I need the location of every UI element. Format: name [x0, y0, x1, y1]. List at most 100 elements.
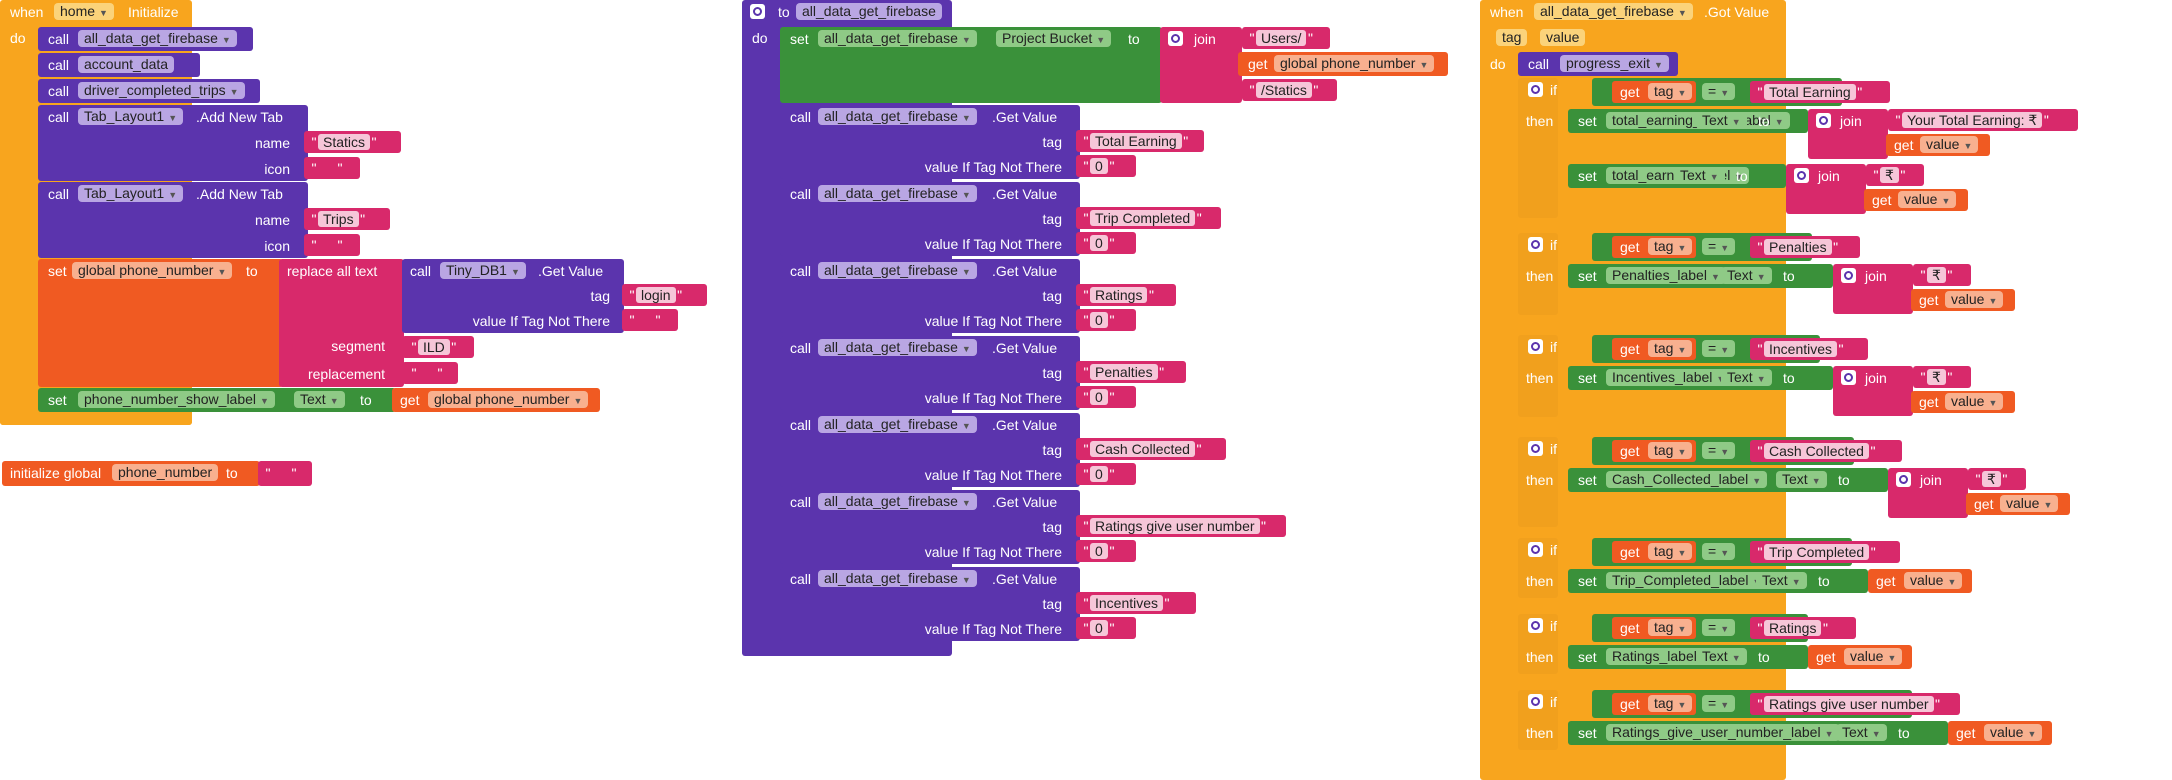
replace-all-text-block[interactable]	[279, 259, 404, 387]
string-literal[interactable]: "0"	[1083, 466, 1115, 482]
property-dropdown[interactable]: Text▼	[1721, 267, 1772, 284]
component-dropdown[interactable]: all_data_get_firebase▼	[818, 570, 977, 587]
operator-dropdown[interactable]: =▼	[1702, 83, 1736, 100]
variable-dropdown[interactable]: tag▼	[1648, 442, 1693, 459]
component-dropdown[interactable]: Ratings_give_user_number_label▼	[1606, 724, 1840, 741]
string-literal[interactable]: "Incentives"	[1757, 341, 1844, 357]
procedure-dropdown[interactable]: progress_exit▼	[1560, 55, 1669, 72]
component-dropdown[interactable]: all_data_get_firebase▼	[818, 262, 977, 279]
variable-dropdown[interactable]: global phone_number▼	[1274, 55, 1435, 72]
if-block[interactable]	[1518, 78, 1558, 218]
variable-dropdown[interactable]: value▼	[1945, 291, 2004, 308]
component-dropdown[interactable]: all_data_get_firebase▼	[818, 108, 977, 125]
mutator-gear-icon[interactable]	[1841, 268, 1856, 283]
text-block[interactable]	[258, 461, 312, 486]
string-literal[interactable]: "Penalties"	[1757, 239, 1839, 255]
variable-dropdown[interactable]: value▼	[1984, 724, 2043, 741]
text-block[interactable]	[622, 309, 678, 331]
string-literal[interactable]: "Ratings"	[1757, 620, 1828, 636]
string-literal[interactable]: "Trip Completed"	[1757, 544, 1876, 560]
variable-dropdown[interactable]: global phone_number▼	[428, 391, 589, 408]
property-dropdown[interactable]: Text▼	[1836, 724, 1887, 741]
string-literal[interactable]: "₹"	[1920, 369, 1953, 385]
string-literal[interactable]: "/Statics"	[1249, 82, 1319, 98]
variable-dropdown[interactable]: global phone_number▼	[72, 262, 233, 279]
string-literal[interactable]: "login"	[629, 287, 683, 303]
component-dropdown[interactable]: Cash_Collected_label▼	[1606, 471, 1768, 488]
component-dropdown[interactable]: all_data_get_firebase▼	[1534, 3, 1693, 20]
string-literal[interactable]: "0"	[1083, 312, 1115, 328]
procedure-name-field[interactable]: all_data_get_firebase	[796, 3, 942, 20]
property-dropdown[interactable]: Text▼	[1674, 167, 1725, 184]
mutator-gear-icon[interactable]	[1528, 618, 1543, 633]
operator-dropdown[interactable]: =▼	[1702, 543, 1736, 560]
string-literal[interactable]: ""	[265, 465, 297, 481]
property-dropdown[interactable]: Text▼	[1776, 471, 1827, 488]
mutator-gear-icon[interactable]	[1168, 31, 1183, 46]
string-literal[interactable]: ""	[311, 237, 343, 253]
procedure-dropdown[interactable]: account_data	[78, 56, 175, 73]
component-dropdown-tab-layout[interactable]: Tab_Layout1▼	[78, 108, 184, 125]
string-literal[interactable]: "Trip Completed"	[1083, 210, 1202, 226]
text-block[interactable]	[304, 234, 360, 256]
string-literal[interactable]: "0"	[1083, 620, 1115, 636]
variable-dropdown[interactable]: value▼	[1920, 136, 1979, 153]
variable-dropdown[interactable]: value▼	[1945, 393, 2004, 410]
component-dropdown[interactable]: Penalties_label▼	[1606, 267, 1726, 284]
property-dropdown[interactable]: Text▼	[1696, 112, 1747, 129]
mutator-gear-icon[interactable]	[1528, 441, 1543, 456]
event-param-value[interactable]: value	[1540, 29, 1586, 46]
string-literal[interactable]: "Cash Collected"	[1083, 441, 1202, 457]
property-dropdown[interactable]: Text▼	[1756, 572, 1807, 589]
mutator-gear-icon[interactable]	[1528, 237, 1543, 252]
text-block[interactable]	[402, 362, 458, 384]
component-dropdown-tab-layout[interactable]: Tab_Layout1▼	[78, 185, 184, 202]
property-dropdown[interactable]: Text▼	[294, 391, 345, 408]
string-literal[interactable]: "Total Earning"	[1757, 84, 1863, 100]
procedure-dropdown[interactable]: all_data_get_firebase▼	[78, 30, 237, 47]
string-literal[interactable]: "Ratings"	[1083, 287, 1154, 303]
string-literal[interactable]: "Incentives"	[1083, 595, 1170, 611]
set-global-variable-block[interactable]	[38, 259, 283, 387]
string-literal[interactable]: ""	[311, 160, 343, 176]
string-literal[interactable]: "Trips"	[311, 211, 366, 227]
string-literal[interactable]: "Users/"	[1249, 30, 1313, 46]
string-literal[interactable]: "ILD"	[411, 339, 457, 355]
mutator-gear-icon[interactable]	[1816, 113, 1831, 128]
mutator-gear-icon[interactable]	[1896, 472, 1911, 487]
operator-dropdown[interactable]: =▼	[1702, 619, 1736, 636]
component-dropdown[interactable]: all_data_get_firebase▼	[818, 339, 977, 356]
property-dropdown[interactable]: Project Bucket▼	[996, 30, 1112, 47]
string-literal[interactable]: "Total Earning"	[1083, 133, 1189, 149]
variable-dropdown[interactable]: tag▼	[1648, 619, 1693, 636]
component-dropdown[interactable]: all_data_get_firebase▼	[818, 416, 977, 433]
component-dropdown[interactable]: all_data_get_firebase▼	[818, 185, 977, 202]
operator-dropdown[interactable]: =▼	[1702, 442, 1736, 459]
string-literal[interactable]: "Ratings give user number"	[1757, 696, 1941, 712]
mutator-gear-icon[interactable]	[1841, 370, 1856, 385]
text-block[interactable]	[304, 157, 360, 179]
string-literal[interactable]: "0"	[1083, 235, 1115, 251]
variable-dropdown[interactable]: value▼	[1898, 191, 1957, 208]
variable-dropdown[interactable]: tag▼	[1648, 543, 1693, 560]
string-literal[interactable]: "₹"	[1873, 167, 1906, 183]
mutator-gear-icon[interactable]	[1528, 694, 1543, 709]
variable-name-field[interactable]: phone_number	[112, 464, 219, 481]
string-literal[interactable]: "0"	[1083, 389, 1115, 405]
mutator-gear-icon[interactable]	[1528, 339, 1543, 354]
property-dropdown[interactable]: Text▼	[1696, 648, 1747, 665]
variable-dropdown[interactable]: tag▼	[1648, 695, 1693, 712]
mutator-gear-icon[interactable]	[1528, 542, 1543, 557]
variable-dropdown[interactable]: value▼	[1844, 648, 1903, 665]
component-dropdown[interactable]: Incentives_label▼	[1606, 369, 1732, 386]
operator-dropdown[interactable]: =▼	[1702, 238, 1736, 255]
mutator-gear-icon[interactable]	[750, 4, 765, 19]
procedure-dropdown[interactable]: driver_completed_trips▼	[78, 82, 245, 99]
string-literal[interactable]: ""	[629, 312, 661, 328]
property-dropdown[interactable]: Text▼	[1721, 369, 1772, 386]
string-literal[interactable]: "0"	[1083, 543, 1115, 559]
string-literal[interactable]: "₹"	[1920, 267, 1953, 283]
string-literal[interactable]: "₹"	[1975, 471, 2008, 487]
component-dropdown[interactable]: all_data_get_firebase▼	[818, 30, 977, 47]
string-literal[interactable]: "Ratings give user number"	[1083, 518, 1267, 534]
